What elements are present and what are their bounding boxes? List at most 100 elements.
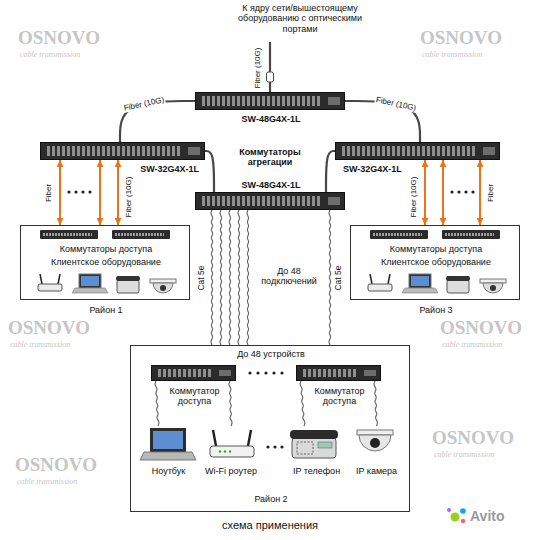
watermark-subtitle: cable transmission [20,51,80,59]
fiber-link [99,160,101,225]
device-label: IP телефон [293,466,340,476]
watermark-subtitle: cable transmission [17,478,77,486]
phone-device: IP телефон [289,426,344,481]
watermark-subtitle: cable transmission [442,341,502,349]
router-icon [38,284,62,291]
cable-link [220,210,222,345]
dot [450,190,453,193]
laptop-screen [150,428,186,452]
dot [256,371,259,374]
fiber-ring [326,151,335,192]
fiber-link [424,160,426,225]
laptop-base [140,452,196,460]
fiber-connector [267,72,274,82]
watermark-subtitle: cable transmission [434,451,494,459]
cable-link [229,381,232,426]
cable-link [300,381,305,426]
district-text: Клиентское оборудование [381,257,491,267]
switch-model: SW-32G4X-1L [343,164,402,174]
group-label: Коммутаторы агрегации [230,147,310,168]
cable-label: Cat 5e [335,264,345,291]
uplink-fiber [267,42,274,92]
aggregation-switch: SW-32G4X-1L [40,142,205,160]
district-text: Район 2 [254,494,287,504]
dot [457,190,460,193]
ellipsis-dots [67,190,474,448]
laptop-screen [79,274,101,288]
cable-link [229,210,231,345]
aggregation-switch: SW-32G4X-1L [335,142,500,160]
dot [248,371,251,374]
switch-label: Коммутатор доступа [308,386,372,407]
fiber-link [117,160,119,225]
router-antenna [248,430,251,446]
dot [81,190,84,193]
dot [67,190,70,193]
cable-link [247,210,249,345]
district-text: Коммутаторы доступа [60,244,152,254]
logo-dot [460,508,466,514]
dot [272,371,275,374]
router-led [229,450,231,452]
core-switch: SW-48G4X-1L [195,92,345,110]
fiber-link [59,160,61,225]
switch-label: Коммутатор доступа [163,386,227,407]
access-switch: Коммутатор доступа [151,365,236,381]
camera-dome [359,435,391,451]
dot [88,190,91,193]
fiber-ring [205,151,214,192]
camera-mount [150,279,176,283]
dot [266,445,269,448]
router-led [224,450,226,452]
switch-model: SW-48G4X-1L [242,180,301,190]
switch-model: SW-32G4X-1L [140,164,199,174]
cable-label: Fiber [44,182,53,202]
camera-dome [153,283,173,293]
switch-ports [43,233,92,236]
fiber-line [269,42,271,92]
cable-link [155,381,159,426]
core-switch: SW-48G4X-1L [195,192,345,210]
cable-link [238,210,240,345]
watermark-subtitle: cable transmission [10,341,70,349]
laptop-display [81,276,99,286]
cable-label: Cat 5e [198,264,208,291]
caption: схема применения [222,519,318,532]
camera-device: IP камера [349,426,404,481]
cable-label: Fiber (10G) [122,95,166,113]
fiber-label: Fiber (10G) [253,48,262,89]
watermark: OSNOVO [18,28,100,47]
district-text: Район 3 [419,305,452,315]
watermark: OSNOVO [440,318,522,337]
district-text: Коммутаторы доступа [390,244,482,254]
router-antenna [58,274,60,284]
cable-label: Fiber [486,182,495,202]
switch-model: SW-48G4X-1L [242,114,301,124]
dot [264,371,267,374]
phone-screen [318,442,332,448]
district-text: Клиентское оборудование [51,257,161,267]
access-switch: Коммутатор доступа [296,365,381,381]
watermark: OSNOVO [432,428,514,447]
cable-label: Fiber (10G) [374,95,418,113]
switch-icon [112,230,170,239]
watermark-logo: Avito [470,508,504,524]
phone-handset [116,276,140,281]
camera-lens [370,438,380,448]
watermark: OSNOVO [15,455,97,474]
avito-logo [447,508,466,523]
district-text: Район 1 [89,305,122,315]
device-label: Wi-Fi роутер [205,466,257,476]
dot [74,190,77,193]
laptop-device: Ноутбук [141,426,196,481]
router-antenna [213,430,216,446]
watermark: OSNOVO [420,28,502,47]
district-box: Коммутаторы доступаКлиентское оборудован… [20,225,190,300]
cable-link [211,210,213,345]
phone-handset [290,430,338,439]
switch-icon [40,230,98,239]
phone-body [292,438,336,458]
camera-lens [160,285,166,291]
device-label: IP камера [356,466,397,476]
